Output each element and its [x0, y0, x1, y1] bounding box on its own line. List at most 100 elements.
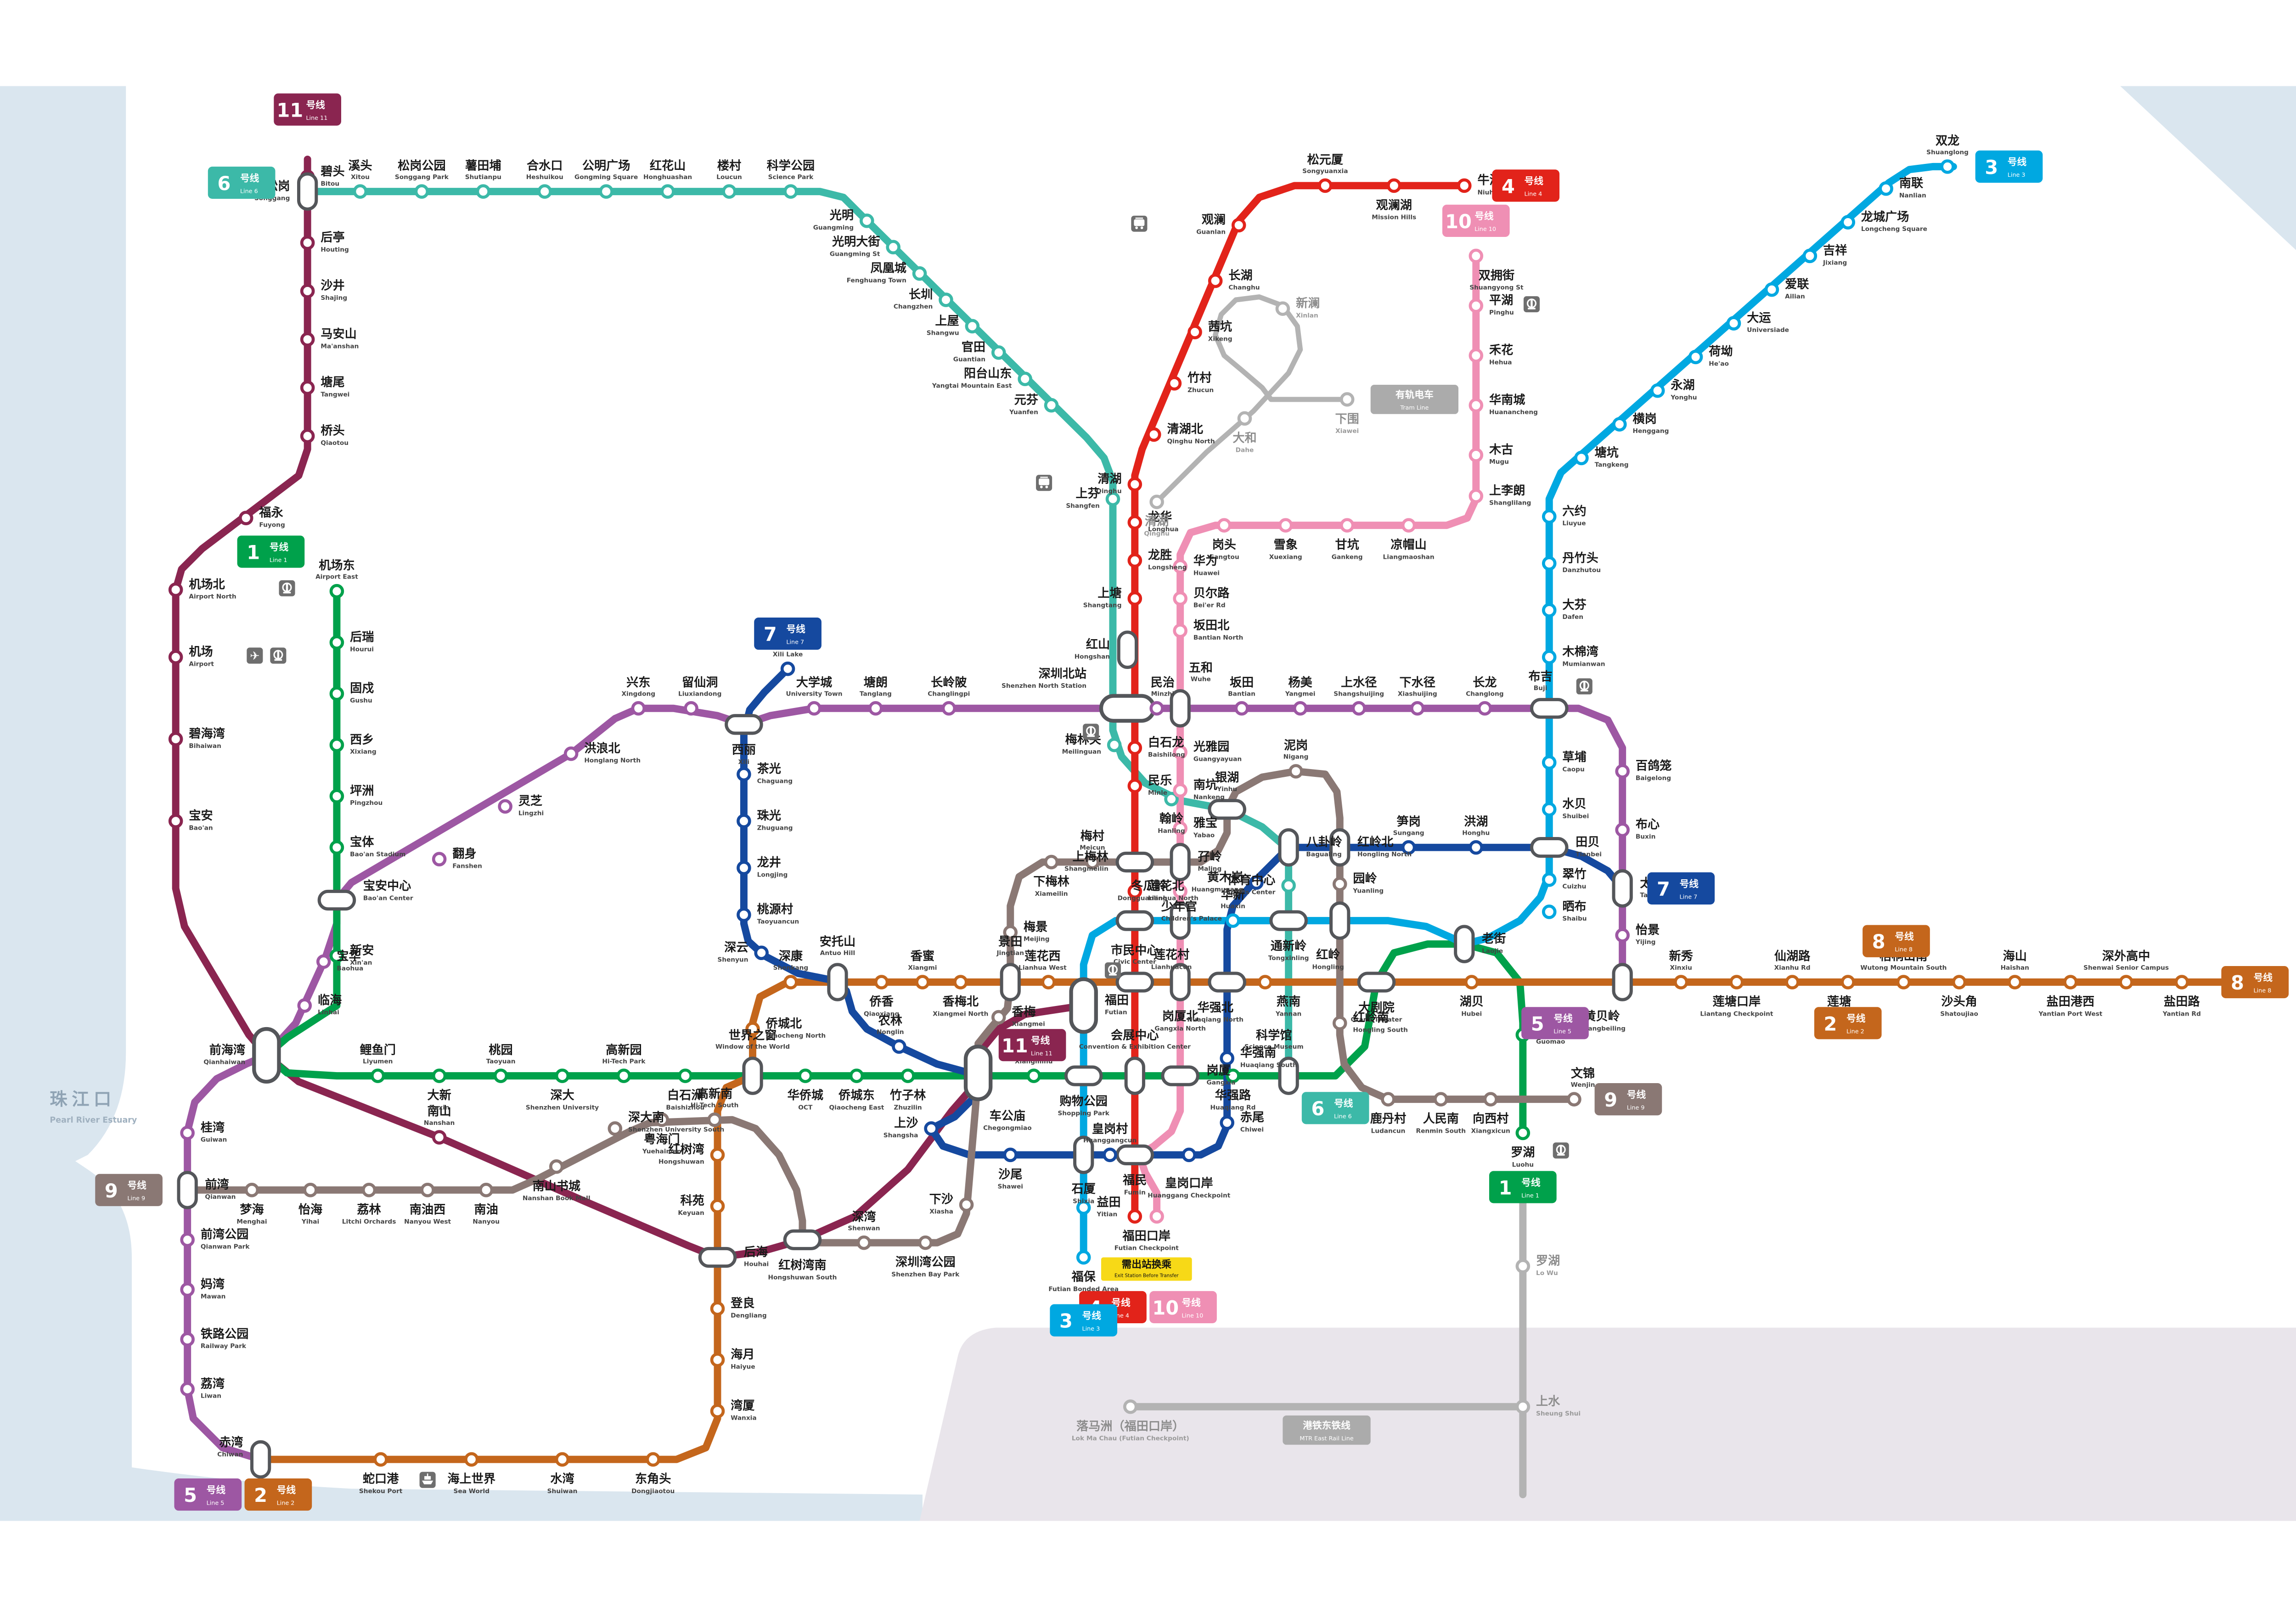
station-shuiwan[interactable]	[555, 1452, 570, 1467]
station-luohu[interactable]	[1515, 1125, 1531, 1141]
station-changhu[interactable]	[1208, 273, 1223, 288]
station-laojie[interactable]	[1454, 925, 1475, 963]
station-lo-wu[interactable]	[1515, 1259, 1531, 1274]
station-maling[interactable]	[1170, 843, 1191, 882]
station-gongming-square[interactable]	[599, 184, 613, 199]
station-fuyong[interactable]	[238, 511, 253, 525]
station-renmin-south[interactable]	[1433, 1092, 1448, 1107]
station-meilinguan[interactable]	[1107, 737, 1122, 753]
station-jixiang[interactable]	[1802, 248, 1818, 264]
station-lianhuacun[interactable]	[1170, 901, 1191, 940]
station-hongling-north[interactable]	[1329, 828, 1351, 867]
station-changlong[interactable]	[1477, 701, 1492, 716]
station-yantian-port-west[interactable]	[2063, 975, 2078, 989]
station-nigang[interactable]	[1289, 764, 1303, 779]
station-henggang[interactable]	[1612, 417, 1627, 432]
station-airport-east[interactable]	[329, 584, 344, 599]
station-haishan[interactable]	[2007, 975, 2022, 989]
station-shanglilang[interactable]	[1469, 489, 1484, 504]
station-baigelong[interactable]	[1615, 764, 1630, 779]
station-xianhu-rd[interactable]	[1785, 975, 1800, 989]
station-huanggangcun[interactable]	[1103, 1147, 1117, 1163]
station-chiwan[interactable]	[250, 1440, 271, 1479]
station-gangxia-north[interactable]	[1170, 963, 1191, 1001]
station-wenjin[interactable]	[1567, 1092, 1581, 1107]
station-baishilong[interactable]	[1127, 741, 1142, 755]
station-fanshen[interactable]	[432, 852, 447, 866]
station-futian-bonded-area[interactable]	[1076, 1250, 1091, 1265]
station-shopping-park[interactable]	[1064, 1065, 1103, 1086]
station-guanlan[interactable]	[1231, 218, 1246, 233]
station-mugu[interactable]	[1469, 448, 1484, 462]
station-niuhu[interactable]	[1457, 178, 1472, 193]
station-mawan[interactable]	[180, 1282, 195, 1297]
station-xingdong[interactable]	[631, 701, 646, 716]
station-minzhi[interactable]	[1149, 701, 1164, 716]
station-tongxinling[interactable]	[1269, 910, 1308, 931]
station-yangmei[interactable]	[1293, 701, 1308, 716]
station-xuexiang[interactable]	[1278, 518, 1293, 533]
station-cuizhu[interactable]	[1542, 872, 1557, 887]
station-fumin[interactable]	[1115, 1144, 1154, 1165]
station-houting[interactable]	[300, 235, 315, 250]
station-xiawei[interactable]	[1339, 392, 1355, 407]
station-taoyuan[interactable]	[493, 1068, 508, 1083]
station-bao-an-stadium[interactable]	[329, 840, 344, 855]
station-shawei[interactable]	[1003, 1147, 1018, 1163]
station-nanyou-west[interactable]	[420, 1183, 435, 1197]
station-shuangyong-st[interactable]	[1469, 248, 1484, 264]
station-hongling[interactable]	[1329, 901, 1351, 940]
station-gangtou[interactable]	[1217, 518, 1232, 533]
station-dahe[interactable]	[1237, 411, 1252, 426]
station-loucun[interactable]	[722, 184, 737, 199]
station-huaxin[interactable]	[1226, 913, 1240, 928]
station-hehua[interactable]	[1469, 348, 1484, 363]
station-zhuguang[interactable]	[737, 814, 751, 829]
station-xiangmihu[interactable]	[1026, 1068, 1041, 1083]
station-nonglin[interactable]	[892, 1039, 906, 1054]
station-ludancun[interactable]	[1381, 1092, 1396, 1107]
station-honghuashan[interactable]	[660, 184, 675, 199]
station-shangsha[interactable]	[924, 1121, 939, 1136]
station-hongshuwan-south[interactable]	[783, 1229, 822, 1250]
station-bei-er-rd[interactable]	[1173, 591, 1187, 606]
station-bantian-north[interactable]	[1173, 623, 1187, 638]
station-hubei[interactable]	[1464, 975, 1479, 989]
station-shangwu[interactable]	[965, 319, 980, 334]
station-haiyue[interactable]	[710, 1352, 725, 1367]
station-guangming[interactable]	[859, 214, 874, 228]
station-huaqiang-rd[interactable]	[1226, 1068, 1240, 1083]
station-shenzhen-bay-park[interactable]	[918, 1235, 933, 1250]
station-xitou[interactable]	[353, 184, 368, 199]
station-airport-north[interactable]	[168, 582, 183, 597]
station-xinxiu[interactable]	[1673, 975, 1688, 989]
station-shenwan[interactable]	[856, 1235, 872, 1250]
station-sungang[interactable]	[1401, 840, 1416, 855]
station-dongjiaotou[interactable]	[646, 1452, 660, 1467]
station-xiashuijing[interactable]	[1410, 701, 1425, 716]
station-huanggang-checkpoint[interactable]	[1182, 1147, 1197, 1163]
station-changlingpi[interactable]	[941, 701, 957, 716]
station-huangmugang[interactable]	[1249, 875, 1264, 890]
station-nanshan-book-mall[interactable]	[549, 1159, 564, 1174]
station-qianhaiwan[interactable]	[252, 1027, 281, 1084]
station-oct[interactable]	[798, 1068, 813, 1083]
station-hi-tech-south[interactable]	[707, 1112, 722, 1127]
station-danzhutou[interactable]	[1542, 556, 1557, 571]
station-yonghu[interactable]	[1650, 383, 1665, 398]
station-longcheng-square[interactable]	[1840, 215, 1856, 230]
station-hi-tech-park[interactable]	[616, 1068, 631, 1083]
station-lianhua-north[interactable]	[1127, 884, 1142, 899]
station-yangtai-mountain-east[interactable]	[1018, 371, 1032, 387]
station-honghu[interactable]	[1469, 840, 1484, 855]
station-wanxia[interactable]	[710, 1404, 725, 1419]
station-ma-anshan[interactable]	[300, 332, 315, 347]
station-dafen[interactable]	[1542, 603, 1557, 618]
station-baohua[interactable]	[316, 954, 331, 969]
